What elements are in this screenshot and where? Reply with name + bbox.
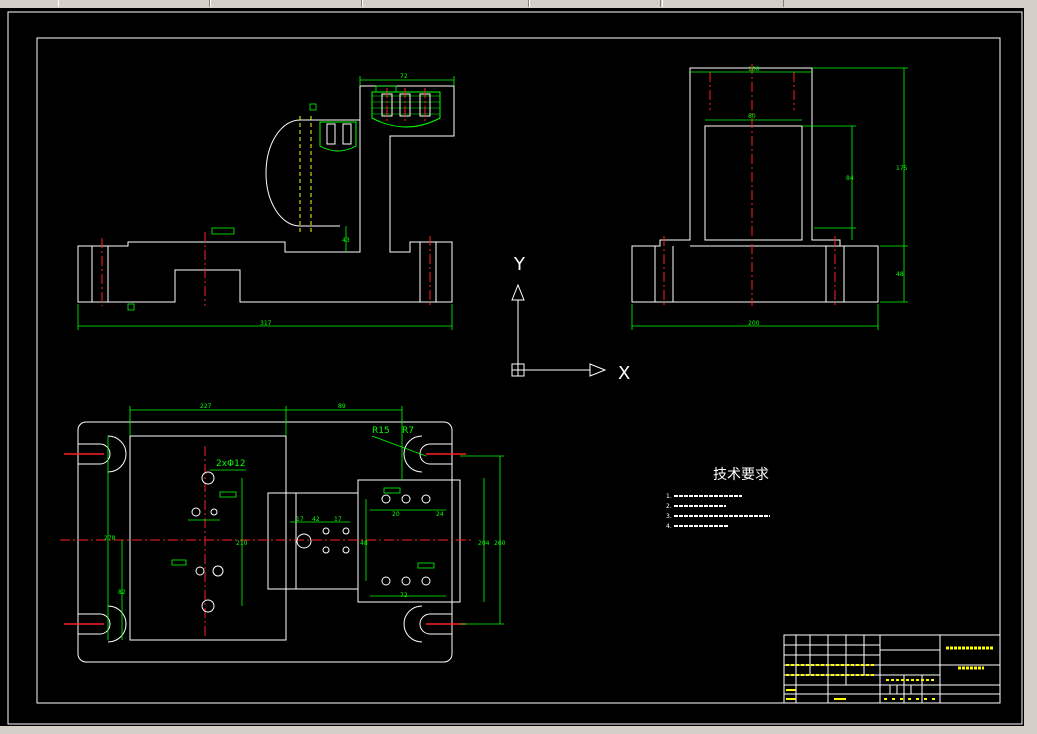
dim-48: 48	[896, 271, 904, 278]
tech-req-item-4: 4.	[666, 523, 672, 530]
dim-278: 278	[104, 535, 116, 542]
dim-260: 260	[494, 540, 506, 547]
dim-204: 204	[478, 540, 490, 547]
tech-req-item-1: 1.	[666, 493, 672, 500]
dim-20: 20	[392, 511, 400, 518]
holes-note: 2xΦ12	[216, 459, 246, 469]
dim-72-plan: 72	[400, 592, 408, 599]
dim-48-plan: 48	[360, 540, 368, 547]
axis-x-label: X	[618, 363, 630, 384]
tech-req-item-3: 3.	[666, 513, 672, 520]
drawing-canvas[interactable]: 317 72 43 100	[0, 0, 1024, 726]
toolbar-segment[interactable]	[662, 0, 784, 7]
dim-227: 227	[200, 403, 212, 410]
drawing-frame	[36, 37, 1001, 704]
toolbar-segment[interactable]	[210, 0, 362, 7]
toolbar-segment[interactable]	[58, 0, 210, 7]
title-block	[783, 634, 1001, 704]
dim-17-b: 17	[334, 516, 342, 523]
dim-84: 84	[846, 175, 854, 182]
dim-100: 100	[748, 66, 760, 73]
plan-view: 227 89 R15 R7 2xΦ12 278 82 210 204 260 2…	[60, 403, 506, 663]
dim-80: 80	[748, 113, 756, 120]
dim-82: 82	[118, 589, 126, 596]
tech-req-title: 技术要求	[713, 467, 769, 483]
vertical-scrollbar[interactable]	[1024, 8, 1037, 726]
dim-42: 42	[312, 516, 320, 523]
toolbar-segment[interactable]	[362, 0, 529, 7]
front-view: 317 72 43	[77, 73, 455, 330]
dim-72: 72	[400, 73, 408, 80]
toolbar-segment[interactable]	[529, 0, 661, 7]
radius-r7: R7	[402, 426, 414, 436]
ucs-icon: Y X	[511, 254, 630, 384]
dim-175: 175	[896, 165, 908, 172]
technical-requirements: 技术要求 1. 2. 3. 4.	[666, 467, 770, 530]
dim-200: 200	[748, 320, 760, 327]
bottom-scrollbar[interactable]	[0, 726, 1037, 734]
sheet-border	[7, 11, 1023, 725]
dim-24: 24	[436, 511, 444, 518]
radius-r15: R15	[372, 426, 390, 436]
dim-17-a: 17	[296, 516, 304, 523]
dim-89: 89	[338, 403, 346, 410]
dim-210: 210	[236, 540, 248, 547]
tech-req-item-2: 2.	[666, 503, 672, 510]
top-toolbar-strip	[0, 0, 1037, 8]
dim-43: 43	[342, 237, 350, 244]
axis-y-label: Y	[513, 254, 526, 275]
side-view: 100 80 200 175 48 84	[631, 64, 908, 330]
dim-317: 317	[260, 320, 272, 327]
